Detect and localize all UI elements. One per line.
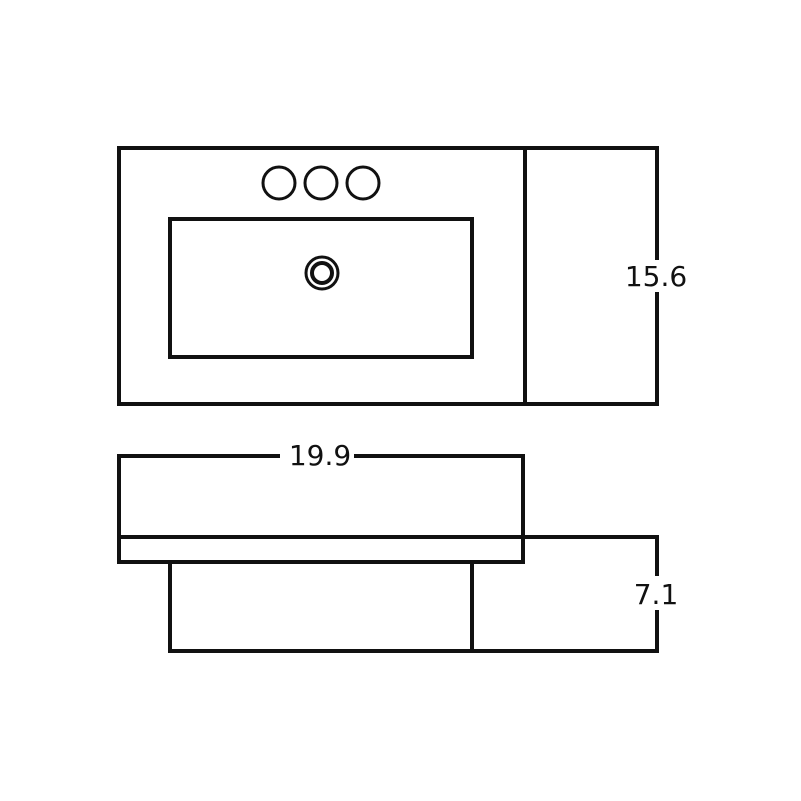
drain-icon [304,255,340,291]
depth-dimension-label: 15.6 [625,260,687,293]
countertop-outline-top-view [117,146,527,406]
height-dimension-line-lower [470,610,659,653]
basin-outline-top-view [168,217,474,359]
height-dimension-label: 7.1 [634,578,679,611]
width-dimension-line-left [117,454,280,539]
countertop-slab-side-view [117,535,525,564]
width-dimension-label: 19.9 [289,439,351,472]
depth-dimension-line-upper [523,146,659,260]
faucet-hole-left [261,165,297,201]
faucet-hole-right [345,165,381,201]
height-dimension-line-upper [521,535,659,576]
depth-dimension-line-lower [523,292,659,406]
faucet-hole-center [303,165,339,201]
basin-body-side-view [168,560,474,653]
width-dimension-line-right [354,454,525,539]
